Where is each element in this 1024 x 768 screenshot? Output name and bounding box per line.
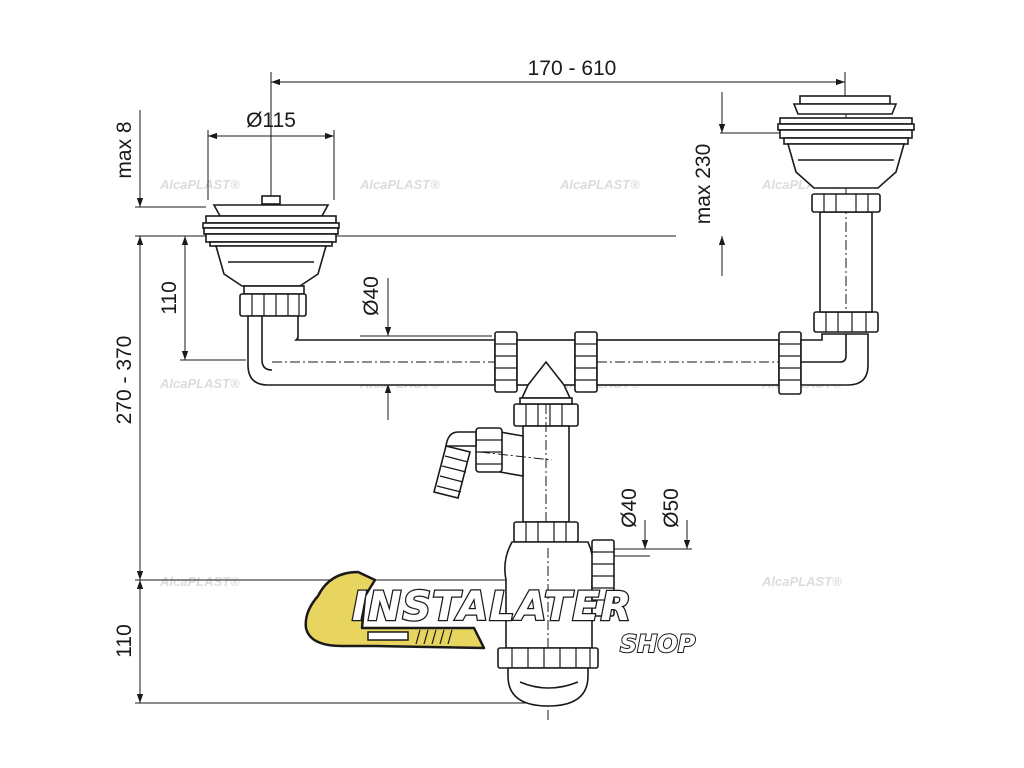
dimension-pipe-height: 110 (158, 281, 181, 314)
dimension-pipe-diameter: Ø40 (360, 276, 383, 316)
right-strainer (777, 95, 915, 189)
watermark-text: AlcaPLAST® (159, 376, 240, 391)
right-horizontal-pipe (596, 339, 780, 386)
watermark-text: AlcaPLAST® (761, 574, 842, 589)
instalater-shop-logo: INSTALATER SHOP (304, 570, 697, 659)
dimension-strainer-diameter: Ø115 (246, 109, 296, 132)
watermark-text: AlcaPLAST® (559, 177, 640, 192)
watermark-text: AlcaPLAST® (359, 177, 440, 192)
watermark-text: AlcaPLAST® (159, 574, 240, 589)
left-elbow-pipe (247, 315, 496, 386)
center-vertical-pipe (522, 404, 570, 540)
dimension-outlet-diameter-large: Ø50 (660, 488, 683, 528)
dimension-trap-height: 110 (113, 624, 136, 657)
wrench-icon (304, 570, 486, 650)
tee-junction (494, 331, 598, 427)
logo-text-main: INSTALATER (352, 584, 632, 630)
bottle-trap (497, 521, 615, 720)
dimension-outlet-height: 270 - 370 (113, 336, 136, 425)
dimension-max-lift: max 8 (113, 121, 136, 178)
logo-text-sub: SHOP (620, 630, 696, 658)
dimension-outlet-diameter-small: Ø40 (618, 488, 641, 528)
hose-connector (433, 427, 553, 499)
watermark-text: AlcaPLAST® (159, 177, 240, 192)
right-vertical-tube (811, 96, 881, 333)
dimension-max-height-right: max 230 (692, 144, 715, 225)
right-elbow (778, 331, 869, 395)
dimension-sink-distance: 170 - 610 (528, 57, 617, 80)
dimension-lines (136, 78, 845, 703)
left-strainer-nut (239, 285, 307, 317)
left-strainer (202, 195, 340, 287)
